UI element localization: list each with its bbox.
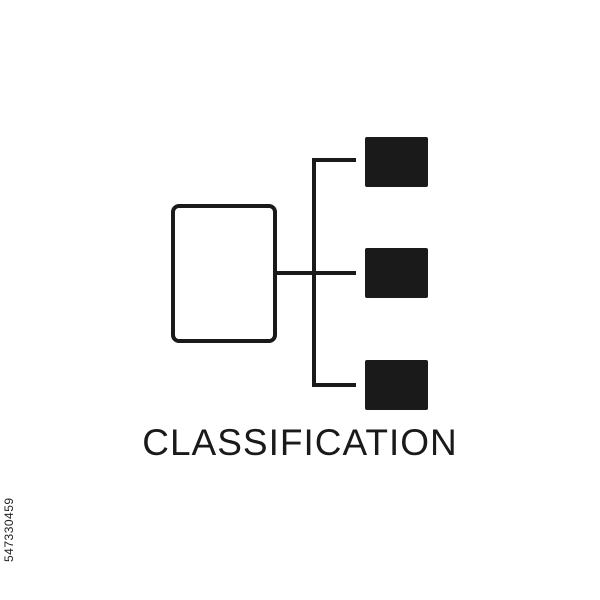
child-node-top bbox=[365, 137, 428, 187]
stock-image-id: 547330459 bbox=[2, 497, 16, 562]
icon-caption: CLASSIFICATION bbox=[142, 422, 458, 463]
child-node-bottom bbox=[365, 360, 428, 410]
parent-node bbox=[171, 204, 277, 343]
child-node-middle bbox=[365, 248, 428, 298]
